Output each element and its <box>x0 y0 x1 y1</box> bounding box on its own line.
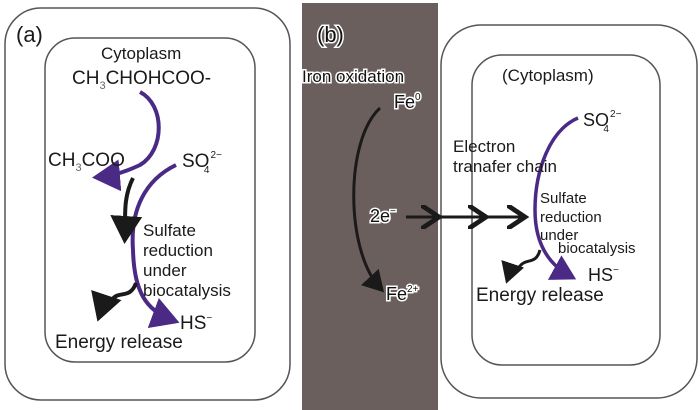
sulfate-reduction-arrow <box>533 116 579 280</box>
panel-b: (b) Iron oxidation Fe0 2e− Fe2+ (Cytopla… <box>301 3 698 410</box>
electron-chain-label: Electron tranafer chain <box>453 137 557 176</box>
iron-oxidation-arrow <box>352 106 385 293</box>
sulfide-label: HS− <box>588 265 619 285</box>
electrons-label: 2e− <box>370 206 396 226</box>
panel-a: (a) Cytoplasm CH3CHOHCOO- CH3COO SO2−4 S… <box>4 7 291 401</box>
cytoplasm-label: (Cytoplasm) <box>502 66 594 85</box>
cell-outer-membrane <box>4 7 291 401</box>
energy-release-arrow <box>501 249 542 284</box>
electron-flow-arrow <box>110 177 143 244</box>
energy-release-arrow <box>91 282 138 322</box>
sulfate-label: SO2−4 <box>182 150 222 176</box>
sulfate-label: SO2−4 <box>583 109 622 135</box>
cytoplasm-label: Cytoplasm <box>101 44 181 63</box>
iron-oxidation-label: Iron oxidation <box>302 67 404 86</box>
panel-label: (a) <box>16 22 43 47</box>
energy-release-label: Energy release <box>476 285 604 306</box>
lactate-to-acetate-arrow <box>92 90 161 192</box>
panel-label: (b) <box>317 22 344 47</box>
lactate-label: CH3CHOHCOO- <box>72 68 211 92</box>
energy-release-label: Energy release <box>55 332 183 353</box>
sulfate-reduction-arrow <box>130 163 180 329</box>
process-label: Sulfate reduction under biocatalysis <box>143 221 231 300</box>
cell-inner-membrane <box>44 37 256 363</box>
fe2-label: Fe2+ <box>386 284 419 304</box>
iron-surface <box>302 3 438 410</box>
sulfide-label: HS− <box>180 313 212 334</box>
fe0-label: Fe0 <box>394 92 421 112</box>
process-label: Sulfate reduction under biocatalysis <box>540 190 636 257</box>
acetate-label: CH3COO <box>48 150 125 174</box>
